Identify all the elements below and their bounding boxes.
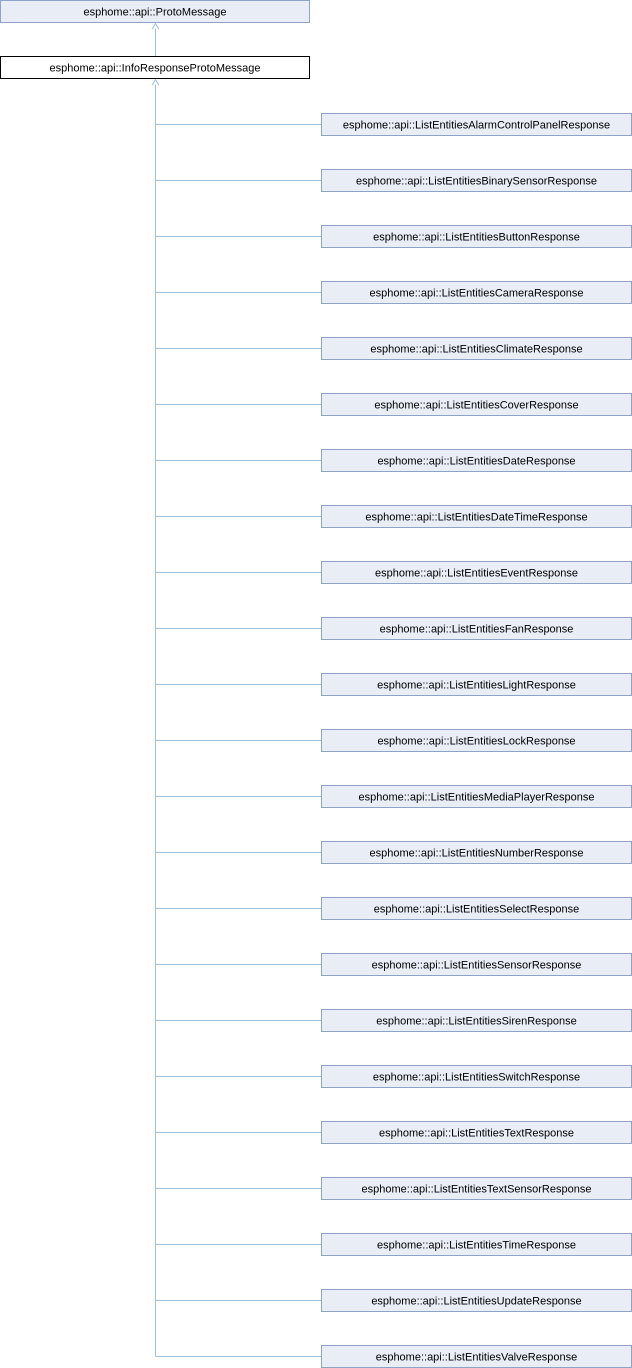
node-list-entities-select-response-label: esphome::api::ListEntitiesSelectResponse [374, 904, 579, 916]
node-list-entities-camera-response-label: esphome::api::ListEntitiesCameraResponse [369, 288, 583, 300]
node-list-entities-date-time-response[interactable]: esphome::api::ListEntitiesDateTimeRespon… [321, 505, 632, 528]
node-list-entities-text-response-label: esphome::api::ListEntitiesTextResponse [379, 1128, 574, 1140]
arrowhead-base [151, 22, 160, 30]
node-list-entities-text-sensor-response-label: esphome::api::ListEntitiesTextSensorResp… [362, 1184, 592, 1196]
node-list-entities-number-response[interactable]: esphome::api::ListEntitiesNumberResponse [321, 841, 632, 864]
node-list-entities-sensor-response[interactable]: esphome::api::ListEntitiesSensorResponse [321, 953, 632, 976]
node-list-entities-binary-sensor-response-label: esphome::api::ListEntitiesBinarySensorRe… [356, 176, 597, 188]
node-list-entities-time-response[interactable]: esphome::api::ListEntitiesTimeResponse [321, 1233, 632, 1256]
node-list-entities-media-player-response[interactable]: esphome::api::ListEntitiesMediaPlayerRes… [321, 785, 632, 808]
node-list-entities-cover-response-label: esphome::api::ListEntitiesCoverResponse [374, 400, 578, 412]
node-list-entities-update-response-label: esphome::api::ListEntitiesUpdateResponse [371, 1296, 581, 1308]
node-proto-message-label: esphome::api::ProtoMessage [83, 7, 226, 19]
node-list-entities-valve-response-label: esphome::api::ListEntitiesValveResponse [376, 1352, 578, 1364]
node-list-entities-switch-response[interactable]: esphome::api::ListEntitiesSwitchResponse [321, 1065, 632, 1088]
node-list-entities-event-response[interactable]: esphome::api::ListEntitiesEventResponse [321, 561, 632, 584]
node-list-entities-button-response[interactable]: esphome::api::ListEntitiesButtonResponse [321, 225, 632, 248]
node-list-entities-valve-response[interactable]: esphome::api::ListEntitiesValveResponse [321, 1345, 632, 1368]
arrowhead-focus [151, 78, 160, 86]
node-list-entities-switch-response-label: esphome::api::ListEntitiesSwitchResponse [373, 1072, 580, 1084]
node-list-entities-time-response-label: esphome::api::ListEntitiesTimeResponse [377, 1240, 576, 1252]
node-list-entities-fan-response[interactable]: esphome::api::ListEntitiesFanResponse [321, 617, 632, 640]
node-list-entities-lock-response-label: esphome::api::ListEntitiesLockResponse [377, 736, 575, 748]
node-list-entities-lock-response[interactable]: esphome::api::ListEntitiesLockResponse [321, 729, 632, 752]
node-list-entities-number-response-label: esphome::api::ListEntitiesNumberResponse [369, 848, 583, 860]
node-list-entities-media-player-response-label: esphome::api::ListEntitiesMediaPlayerRes… [358, 792, 594, 804]
node-list-entities-date-response[interactable]: esphome::api::ListEntitiesDateResponse [321, 449, 632, 472]
node-info-response-proto-message[interactable]: esphome::api::InfoResponseProtoMessage [0, 56, 310, 79]
node-list-entities-light-response-label: esphome::api::ListEntitiesLightResponse [377, 680, 576, 692]
node-list-entities-cover-response[interactable]: esphome::api::ListEntitiesCoverResponse [321, 393, 632, 416]
node-list-entities-sensor-response-label: esphome::api::ListEntitiesSensorResponse [372, 960, 582, 972]
node-list-entities-date-time-response-label: esphome::api::ListEntitiesDateTimeRespon… [365, 512, 587, 524]
node-list-entities-text-sensor-response[interactable]: esphome::api::ListEntitiesTextSensorResp… [321, 1177, 632, 1200]
node-list-entities-camera-response[interactable]: esphome::api::ListEntitiesCameraResponse [321, 281, 632, 304]
node-list-entities-alarm-control-panel-response[interactable]: esphome::api::ListEntitiesAlarmControlPa… [321, 113, 632, 136]
node-list-entities-siren-response[interactable]: esphome::api::ListEntitiesSirenResponse [321, 1009, 632, 1032]
node-list-entities-climate-response-label: esphome::api::ListEntitiesClimateRespons… [370, 344, 582, 356]
node-list-entities-select-response[interactable]: esphome::api::ListEntitiesSelectResponse [321, 897, 632, 920]
node-list-entities-fan-response-label: esphome::api::ListEntitiesFanResponse [380, 624, 574, 636]
node-list-entities-siren-response-label: esphome::api::ListEntitiesSirenResponse [376, 1016, 577, 1028]
node-list-entities-text-response[interactable]: esphome::api::ListEntitiesTextResponse [321, 1121, 632, 1144]
node-proto-message-box[interactable] [0, 0, 310, 23]
node-list-entities-date-response-label: esphome::api::ListEntitiesDateResponse [377, 456, 575, 468]
node-info-response-proto-message-box[interactable] [0, 56, 310, 79]
inheritance-edges [151, 22, 322, 1357]
node-list-entities-light-response[interactable]: esphome::api::ListEntitiesLightResponse [321, 673, 632, 696]
node-list-entities-binary-sensor-response[interactable]: esphome::api::ListEntitiesBinarySensorRe… [321, 169, 632, 192]
node-list-entities-update-response[interactable]: esphome::api::ListEntitiesUpdateResponse [321, 1289, 632, 1312]
node-list-entities-alarm-control-panel-response-label: esphome::api::ListEntitiesAlarmControlPa… [343, 120, 610, 132]
node-list-entities-button-response-label: esphome::api::ListEntitiesButtonResponse [373, 232, 580, 244]
node-proto-message[interactable]: esphome::api::ProtoMessage [0, 0, 310, 23]
node-list-entities-event-response-label: esphome::api::ListEntitiesEventResponse [375, 568, 578, 580]
node-list-entities-climate-response[interactable]: esphome::api::ListEntitiesClimateRespons… [321, 337, 632, 360]
node-info-response-proto-message-label: esphome::api::InfoResponseProtoMessage [50, 63, 261, 75]
